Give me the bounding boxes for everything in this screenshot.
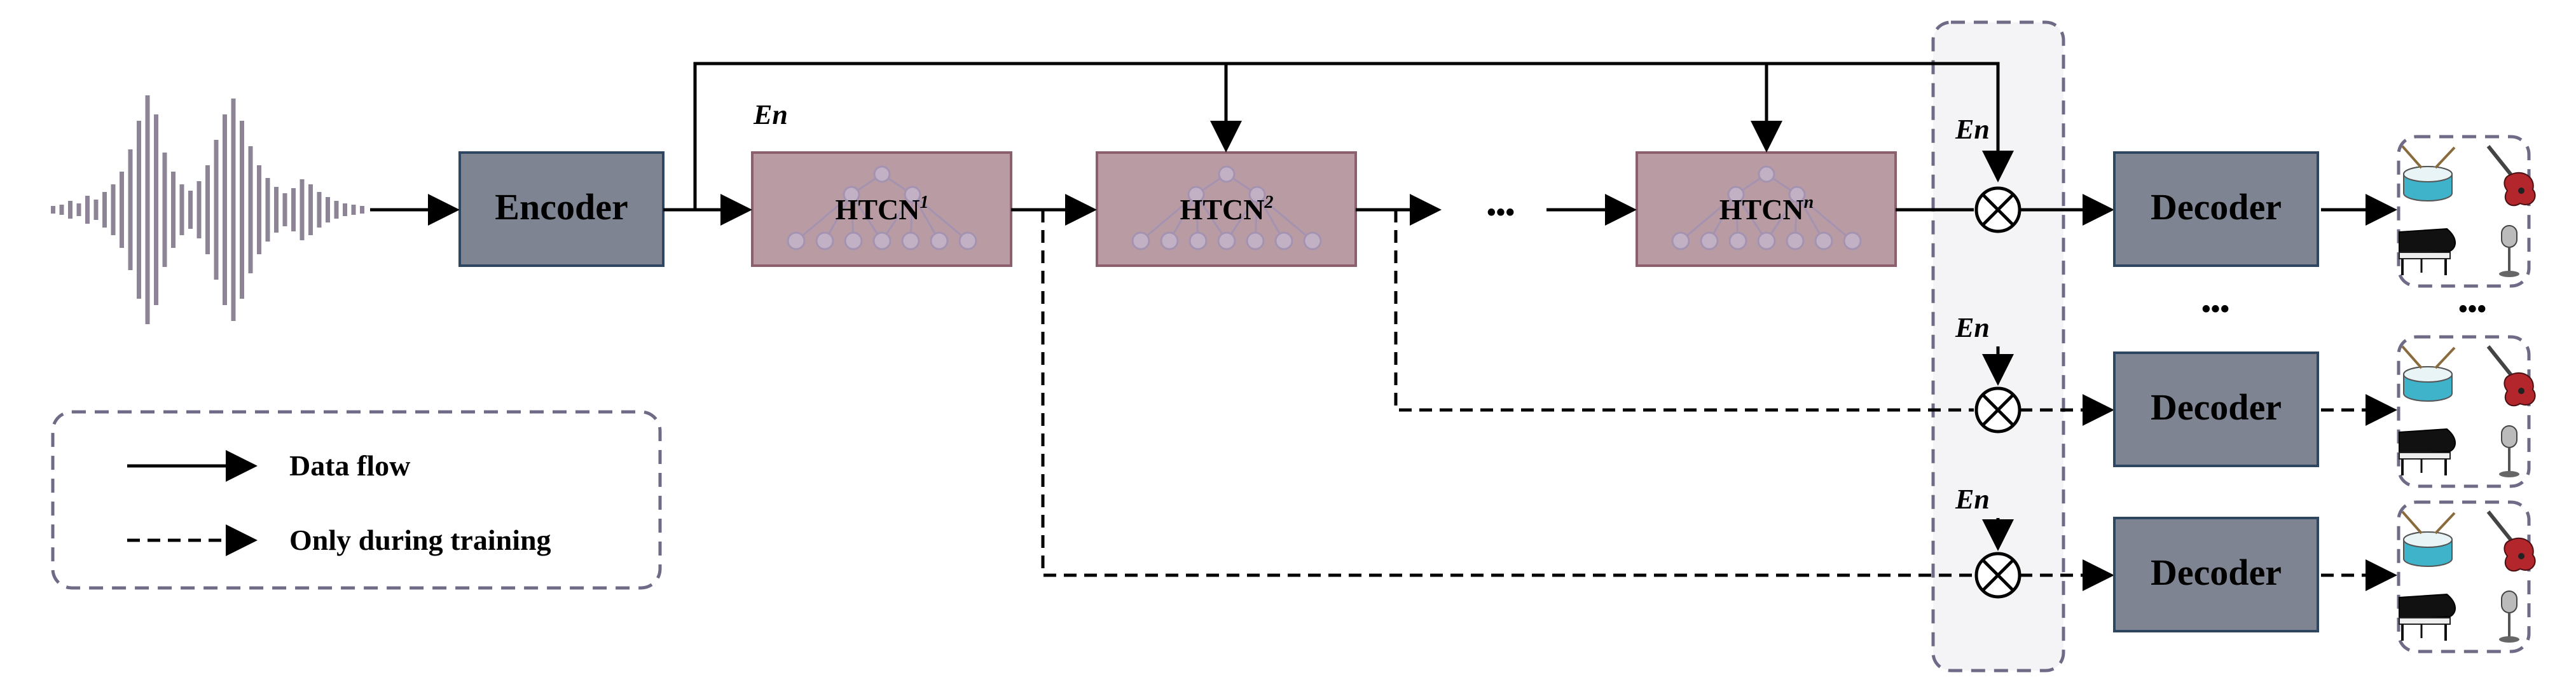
htcn-block-n[interactable]: HTCNn bbox=[1636, 151, 1897, 267]
encoder-block[interactable] bbox=[458, 151, 665, 267]
htcn-superscript: 1 bbox=[920, 193, 928, 212]
waveform-bar bbox=[334, 201, 339, 219]
en-label-branch-2: En bbox=[1955, 312, 1990, 343]
svg-text:HTCNn: HTCNn bbox=[1719, 193, 1814, 226]
waveform-bar bbox=[351, 205, 356, 215]
waveform-bar bbox=[137, 121, 141, 299]
waveform-bar bbox=[76, 203, 81, 216]
decoder-label: Decoder bbox=[2151, 386, 2282, 428]
htcn-label: HTCN bbox=[836, 193, 920, 226]
waveform-bar bbox=[240, 121, 244, 299]
waveform-bar bbox=[85, 196, 90, 224]
waveform-bar bbox=[128, 149, 133, 270]
waveform-bar bbox=[223, 114, 227, 305]
waveform-bar bbox=[274, 187, 279, 233]
waveform-bar bbox=[360, 206, 364, 214]
htcn-superscript: n bbox=[1804, 193, 1814, 212]
waveform-bar bbox=[248, 146, 253, 273]
multiply-operator-branch-1 bbox=[1976, 554, 2020, 597]
decoder-label: Decoder bbox=[2151, 186, 2282, 228]
htcn-block-1[interactable]: HTCN1 bbox=[751, 151, 1012, 267]
ellipsis-htcn: ••• bbox=[1487, 198, 1515, 228]
legend: Data flow Only during training bbox=[51, 410, 662, 590]
waveform-bar bbox=[145, 95, 150, 324]
waveform-bar bbox=[171, 172, 176, 248]
waveform-bar bbox=[196, 181, 202, 238]
multiply-operator-branch-2 bbox=[1976, 388, 2020, 432]
svg-text:HTCN2: HTCN2 bbox=[1180, 193, 1274, 226]
waveform-bar bbox=[59, 205, 64, 215]
waveform-bar bbox=[162, 153, 167, 267]
ellipsis-decoders: ••• bbox=[2201, 295, 2229, 324]
waveform-bar bbox=[93, 200, 99, 220]
htcn-superscript: 2 bbox=[1264, 193, 1273, 212]
legend-training-label: Only during training bbox=[289, 524, 551, 556]
waveform-bar bbox=[291, 188, 296, 231]
waveform-bar bbox=[179, 184, 184, 235]
output-instruments-branch-1 bbox=[2397, 500, 2535, 653]
waveform-bar bbox=[308, 184, 313, 235]
waveform-bar bbox=[343, 203, 347, 216]
waveform-bar bbox=[111, 184, 116, 235]
training-flow-lines bbox=[1041, 210, 2397, 591]
en-label-main: En bbox=[1955, 114, 1990, 145]
waveform-bar bbox=[154, 114, 158, 305]
multiply-operator-main bbox=[1976, 188, 2020, 231]
waveform-bar bbox=[188, 191, 193, 229]
decoder-label: Decoder bbox=[2151, 552, 2282, 593]
svg-text:HTCN1: HTCN1 bbox=[836, 193, 929, 226]
waveform-bar bbox=[231, 99, 236, 321]
legend-data-flow-label: Data flow bbox=[289, 449, 410, 482]
encoder-label: Encoder bbox=[495, 186, 628, 228]
audio-waveform bbox=[51, 95, 364, 324]
waveform-bar bbox=[102, 192, 107, 228]
output-instruments-branch-2 bbox=[2397, 335, 2535, 488]
htcn-label: HTCN bbox=[1180, 193, 1265, 226]
decoder-block-branch-1[interactable]: Decoder bbox=[2113, 517, 2319, 632]
output-instruments-main bbox=[2397, 135, 2535, 288]
decoder-block-branch-2[interactable]: Decoder bbox=[2113, 351, 2319, 467]
ellipsis-outputs: ••• bbox=[2458, 295, 2486, 324]
data-flow-lines bbox=[370, 62, 2397, 226]
en-label-top: En bbox=[753, 99, 788, 130]
waveform-bar bbox=[214, 140, 219, 280]
waveform-bar bbox=[282, 193, 287, 226]
waveform-bar bbox=[68, 201, 72, 219]
waveform-bar bbox=[326, 197, 330, 222]
waveform-bar bbox=[265, 178, 270, 242]
waveform-bar bbox=[51, 206, 55, 214]
waveform-bar bbox=[257, 165, 261, 254]
waveform-bar bbox=[120, 172, 124, 248]
htcn-label: HTCN bbox=[1719, 193, 1804, 226]
decoder-block-main[interactable]: Decoder bbox=[2113, 151, 2319, 267]
waveform-bar bbox=[317, 192, 322, 228]
en-label-branch-1: En bbox=[1955, 484, 1990, 515]
waveform-bar bbox=[300, 179, 305, 240]
htcn-block-2[interactable]: HTCN2 bbox=[1096, 151, 1357, 267]
waveform-bar bbox=[205, 165, 210, 254]
